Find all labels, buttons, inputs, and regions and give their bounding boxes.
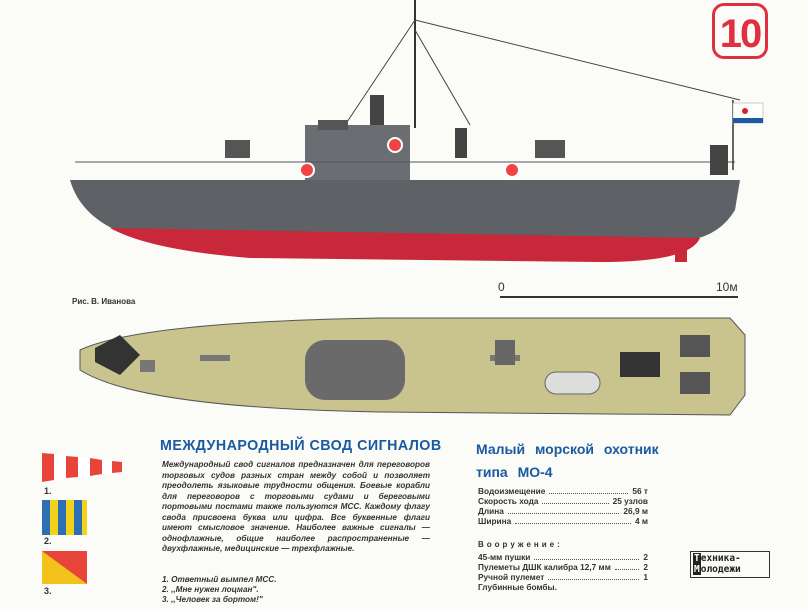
signals-title: МЕЖДУНАРОДНЫЙ СВОД СИГНАЛОВ bbox=[160, 437, 442, 454]
spec-value: 4 м bbox=[634, 516, 648, 526]
dot-leader bbox=[549, 487, 629, 494]
dot-leader bbox=[515, 517, 631, 524]
armament-row: 45-мм пушки 2 bbox=[478, 553, 648, 562]
flag-answering-pennant bbox=[42, 453, 122, 482]
stay-line bbox=[414, 29, 471, 126]
lifebuoy bbox=[504, 162, 520, 178]
magazine-logo: Техника- Молодежи bbox=[690, 551, 770, 578]
scale-start: 0 bbox=[498, 280, 505, 294]
dot-leader bbox=[614, 563, 640, 570]
logo-initial: М bbox=[693, 564, 701, 575]
deck-fitting bbox=[140, 360, 155, 372]
flag-label: 1. bbox=[44, 486, 52, 496]
logo-text: ехника- bbox=[700, 553, 741, 564]
bow-fitting bbox=[95, 335, 140, 375]
spec-label: Водоизмещение bbox=[478, 486, 546, 496]
ensign-star bbox=[742, 108, 748, 114]
armament-row: Пулеметы ДШК калибра 12,7 мм 2 bbox=[478, 563, 648, 572]
armament-row: Глубинные бомбы. bbox=[478, 583, 648, 592]
lifebuoy bbox=[387, 137, 403, 153]
stay-line bbox=[344, 19, 416, 126]
ship-title-line1: Малый морской охотник bbox=[476, 441, 659, 457]
depth-charge-rack bbox=[680, 335, 710, 357]
dot-leader bbox=[507, 507, 620, 514]
rudder bbox=[675, 238, 687, 262]
ship-top-view bbox=[79, 317, 746, 416]
spec-value: 56 т bbox=[632, 486, 648, 496]
logo-line: Техника- bbox=[693, 553, 767, 564]
spec-value: 25 узлов bbox=[612, 496, 648, 506]
aft-gun bbox=[535, 140, 565, 158]
signals-text: Международный свод сигналов предназначен… bbox=[162, 460, 430, 553]
ship-title: Малый морской охотник типа МО-4 bbox=[476, 438, 659, 484]
antenna-line bbox=[414, 19, 741, 101]
flag-o bbox=[42, 551, 87, 584]
armament-label: Пулеметы ДШК калибра 12,7 мм bbox=[478, 562, 611, 572]
forward-gun bbox=[200, 355, 230, 361]
list-item: 2. ,,Мне нужен лоцман". bbox=[162, 585, 259, 594]
dinghy bbox=[544, 371, 601, 395]
signal-flags bbox=[42, 453, 122, 584]
underwater-hull bbox=[110, 228, 700, 262]
wheelhouse-roof bbox=[305, 340, 405, 400]
spec-label: Длина bbox=[478, 506, 504, 516]
flag-g bbox=[42, 500, 87, 535]
ship-title-line2: типа МО-4 bbox=[476, 464, 553, 480]
spec-row: Водоизмещение 56 т bbox=[478, 487, 648, 496]
forward-gun bbox=[225, 140, 250, 158]
logo-initial: Т bbox=[693, 553, 701, 564]
page-number-badge: 10 bbox=[712, 3, 768, 59]
spec-row: Скорость хода 25 узлов bbox=[478, 497, 648, 506]
armament-value: 2 bbox=[643, 562, 648, 572]
spec-label: Скорость хода bbox=[478, 496, 539, 506]
aft-gun-mount bbox=[495, 340, 515, 365]
searchlight bbox=[370, 95, 384, 125]
logo-text: олодежи bbox=[700, 564, 741, 575]
spec-label: Ширина bbox=[478, 516, 512, 526]
lifebuoy bbox=[299, 162, 315, 178]
illustration-credit: Рис. В. Иванова bbox=[72, 297, 136, 306]
scale-end: 10м bbox=[716, 280, 738, 294]
dot-leader bbox=[548, 573, 640, 580]
armament-value: 1 bbox=[643, 572, 648, 582]
depth-charge-rack bbox=[680, 372, 710, 394]
spec-row: Длина 26,9 м bbox=[478, 507, 648, 516]
depth-charges bbox=[620, 352, 660, 377]
armament-value: 2 bbox=[643, 552, 648, 562]
ship-side-view bbox=[70, 0, 764, 262]
armament-label: 45-мм пушки bbox=[478, 552, 531, 562]
list-item: 3. ,,Человек за бортом!" bbox=[162, 595, 263, 604]
dot-leader bbox=[542, 497, 609, 504]
spec-value: 26,9 м bbox=[623, 506, 648, 516]
scale-bar bbox=[500, 296, 738, 298]
dot-leader bbox=[534, 553, 640, 560]
armament-heading: Вооружение: bbox=[478, 540, 563, 549]
spec-row: Ширина 4 м bbox=[478, 517, 648, 526]
logo-line: Молодежи bbox=[693, 564, 767, 575]
wheelhouse-top bbox=[318, 120, 348, 130]
signals-list: 1. Ответный вымпел МСС. 2. ,,Мне нужен л… bbox=[162, 575, 276, 605]
armament-label: Ручной пулемет bbox=[478, 572, 545, 582]
armament-label: Глубинные бомбы. bbox=[478, 582, 557, 592]
machine-gun bbox=[455, 128, 467, 158]
flag-label: 2. bbox=[44, 536, 52, 546]
armament-row: Ручной пулемет 1 bbox=[478, 573, 648, 582]
flag-label: 3. bbox=[44, 586, 52, 596]
hull bbox=[70, 180, 740, 240]
stern-fitting bbox=[710, 145, 728, 175]
ensign-stripe bbox=[733, 118, 763, 123]
list-item: 1. Ответный вымпел МСС. bbox=[162, 575, 277, 584]
